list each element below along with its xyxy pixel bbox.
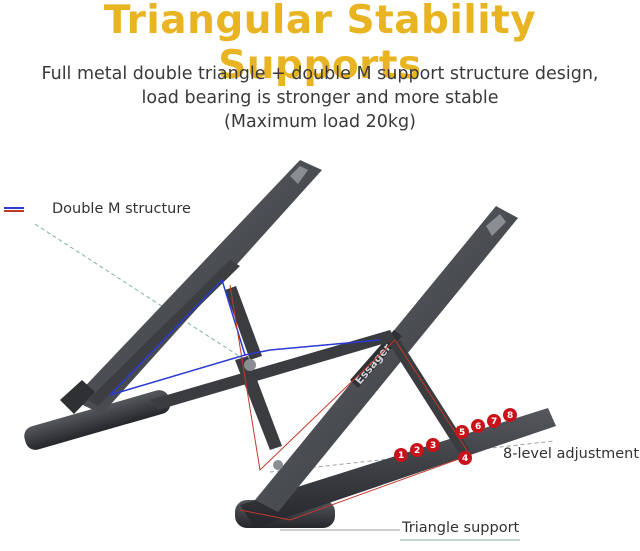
- svg-text:7: 7: [491, 417, 497, 427]
- subtitle-line-3: (Maximum load 20kg): [224, 112, 416, 132]
- double-m-label: Double M structure: [52, 201, 191, 217]
- svg-text:4: 4: [462, 454, 468, 464]
- level-pin-1: 1: [394, 448, 408, 462]
- subtitle-line-2: load bearing is stronger and more stable: [141, 88, 499, 108]
- level-pin-3: 3: [426, 438, 440, 452]
- level-pins: 1 2 3 4 5 6 7 8: [394, 408, 517, 465]
- svg-text:2: 2: [414, 446, 420, 456]
- svg-text:8: 8: [507, 411, 513, 421]
- legend-mark: [4, 207, 24, 212]
- svg-text:3: 3: [430, 441, 436, 451]
- page-title: Triangular Stability Supports: [103, 0, 537, 88]
- subtitle-line-1: Full metal double triangle + double M su…: [41, 64, 599, 84]
- level-pin-6: 6: [471, 419, 485, 433]
- rear-stand: [24, 160, 322, 450]
- level-pin-4: 4: [458, 451, 472, 465]
- level-pin-7: 7: [487, 414, 501, 428]
- svg-text:5: 5: [459, 428, 465, 438]
- adjustment-label: 8-level adjustment: [503, 446, 640, 462]
- svg-text:1: 1: [398, 451, 404, 461]
- front-stand: Essager: [150, 206, 556, 528]
- double-m-outline-blue: [109, 278, 246, 396]
- level-pin-5: 5: [455, 425, 469, 439]
- svg-text:6: 6: [475, 422, 481, 432]
- triangle-outline-red: [229, 284, 471, 521]
- level-pin-8: 8: [503, 408, 517, 422]
- triangle-label: Triangle support: [402, 520, 520, 536]
- level-pin-2: 2: [410, 443, 424, 457]
- subtitle: Full metal double triangle + double M su…: [0, 62, 640, 134]
